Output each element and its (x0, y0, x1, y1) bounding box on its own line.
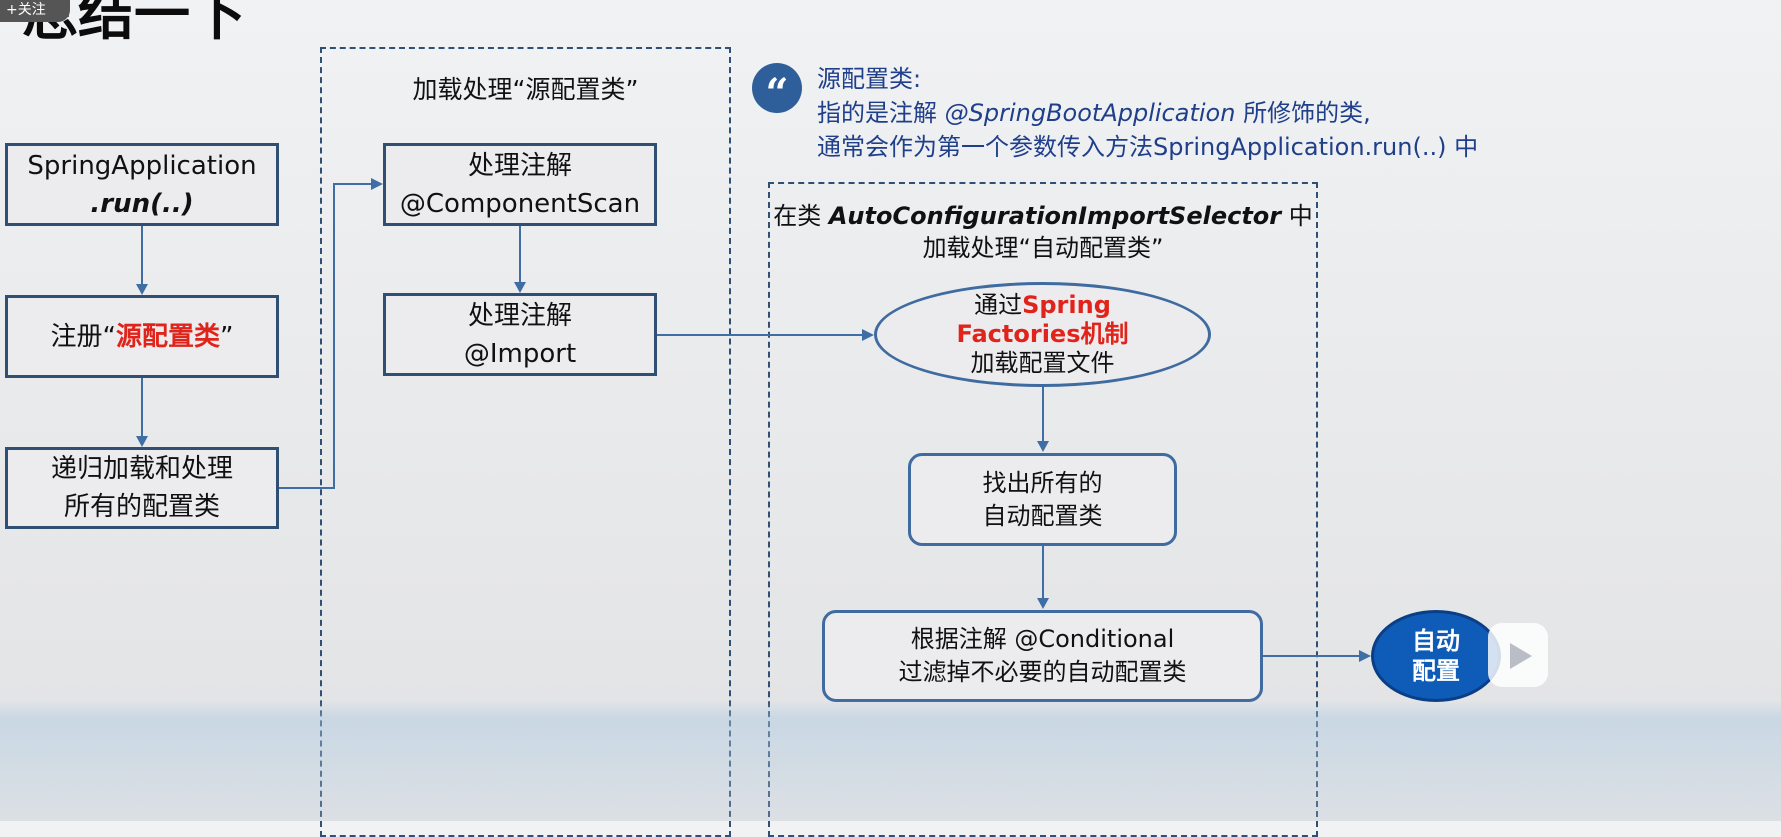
recursive-box-line2: 所有的配置类 (63, 492, 220, 522)
arrowhead-register-to-recursive (136, 436, 148, 447)
conditional-filter-box: 根据注解 @Conditional 过滤掉不必要的自动配置类 (822, 610, 1263, 702)
find-auto-config-box: 找出所有的 自动配置类 (908, 453, 1177, 546)
arrowhead-filter-to-result (1359, 650, 1371, 662)
connector-to-component-scan (333, 183, 373, 185)
connector-recursive-vertical (333, 183, 335, 489)
connector-factories-to-find (1042, 387, 1044, 443)
video-play-watermark-icon (1488, 623, 1548, 687)
connector-register-to-recursive (141, 378, 143, 438)
component-scan-box: 处理注解 @ComponentScan (383, 143, 657, 226)
auto-config-result-circle: 自动 配置 (1371, 610, 1501, 702)
note-line2: 指的是注解 @SpringBootApplication 所修饰的类, (817, 99, 1371, 127)
auto-config-title-line1: 在类 AutoConfigurationImportSelector 中 (773, 202, 1313, 230)
springapplication-run-box: SpringApplication .run(..) (5, 143, 279, 226)
find-line2: 自动配置类 (982, 501, 1103, 530)
arrowhead-factories-to-find (1037, 441, 1049, 452)
run-box-line2: .run(..) (90, 188, 194, 219)
connector-find-to-filter (1042, 546, 1044, 600)
result-line2: 配置 (1412, 657, 1460, 685)
auto-config-title-line2: 加载处理“自动配置类” (922, 234, 1164, 262)
factories-line3: 加载配置文件 (970, 349, 1115, 377)
import-line1: 处理注解 (467, 300, 572, 331)
recursive-box-line1: 递归加载和处理 (50, 454, 233, 484)
arrowhead-run-to-register (136, 284, 148, 295)
component-scan-line2: @ComponentScan (399, 188, 641, 219)
arrowhead-scan-to-import (514, 282, 526, 293)
connector-recursive-horizontal (279, 487, 334, 489)
find-line1: 找出所有的 (982, 468, 1103, 497)
connector-filter-to-result (1263, 655, 1360, 657)
run-box-line1: SpringApplication (27, 150, 257, 181)
arrowhead-find-to-filter (1037, 598, 1049, 609)
auto-config-group-title: 在类 AutoConfigurationImportSelector 中 加载处… (768, 200, 1318, 264)
spring-factories-ellipse: 通过Spring Factories机制 加载配置文件 (874, 282, 1211, 387)
register-source-config-box: 注册“源配置类” (5, 295, 279, 378)
bottom-decorative-wave (0, 700, 1781, 821)
note-line3: 通常会作为第一个参数传入方法SpringApplication.run(..) … (817, 133, 1479, 161)
quote-icon: “ (752, 63, 802, 117)
recursive-load-box: 递归加载和处理 所有的配置类 (5, 447, 279, 529)
filter-line1: 根据注解 @Conditional (910, 625, 1175, 653)
connector-scan-to-import (519, 226, 521, 284)
arrowhead-to-component-scan (371, 178, 383, 190)
connector-run-to-register (141, 226, 143, 286)
filter-line2: 过滤掉不必要的自动配置类 (898, 658, 1187, 686)
source-config-group-title: 加载处理“源配置类” (412, 75, 639, 104)
import-box: 处理注解 @Import (383, 293, 657, 376)
note-line1: 源配置类: (817, 65, 922, 93)
component-scan-line1: 处理注解 (467, 150, 572, 181)
import-line2: @Import (463, 338, 577, 369)
factories-line1: 通过Spring (974, 291, 1111, 319)
follow-badge[interactable]: +关注 (0, 0, 70, 22)
connector-import-to-factories (657, 334, 863, 336)
register-box-text: 注册“源配置类” (50, 321, 234, 352)
factories-line2: Factories机制 (956, 320, 1129, 348)
arrowhead-import-to-factories (862, 329, 874, 341)
result-line1: 自动 (1412, 627, 1460, 655)
note-text: 源配置类: 指的是注解 @SpringBootApplication 所修饰的类… (817, 62, 1537, 164)
